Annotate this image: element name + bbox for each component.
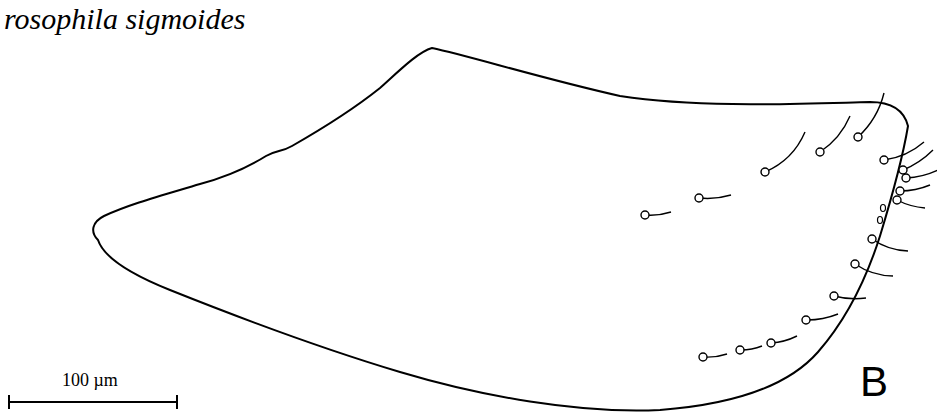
seta-socket: [736, 346, 744, 354]
bristle: [903, 150, 933, 170]
scale-bar-tick: [8, 395, 10, 409]
scale-label: 100 µm: [62, 370, 118, 391]
seta-socket: [699, 353, 707, 361]
seta-socket: [761, 168, 769, 176]
seta-socket: [880, 156, 888, 164]
seta-socket: [896, 187, 904, 195]
seta-socket: [899, 166, 907, 174]
seta-socket: [854, 133, 862, 141]
bristle: [906, 170, 937, 178]
pore: [878, 217, 883, 224]
bristle: [855, 264, 893, 276]
seta-socket: [767, 339, 775, 347]
bristle: [820, 116, 850, 152]
seta-socket: [816, 148, 824, 156]
scale-bar-tick: [176, 395, 178, 409]
setae-group: [641, 93, 937, 361]
bristle: [884, 142, 924, 160]
bristle: [858, 93, 884, 137]
bristle: [765, 132, 805, 172]
seta-socket: [802, 316, 810, 324]
seta-socket: [641, 211, 649, 219]
species-name: rosophila sigmoides: [4, 2, 245, 36]
scale-bar: [8, 401, 178, 403]
seta-socket: [893, 196, 901, 204]
seta-socket: [695, 194, 703, 202]
seta-socket: [851, 260, 859, 268]
panel-letter: B: [860, 358, 888, 406]
bristle: [872, 239, 908, 251]
pore: [881, 205, 886, 212]
bristle: [834, 296, 866, 299]
seta-socket: [868, 235, 876, 243]
bristle: [699, 195, 731, 198]
sclerite-outline: [93, 48, 908, 411]
seta-socket: [902, 174, 910, 182]
bristle: [806, 314, 838, 320]
seta-socket: [830, 292, 838, 300]
